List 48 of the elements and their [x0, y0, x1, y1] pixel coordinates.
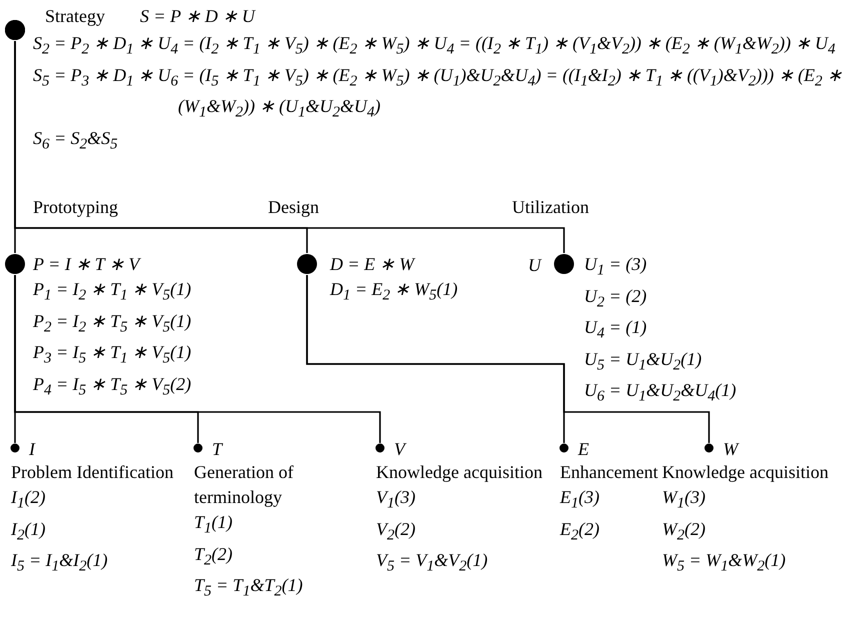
- formula: S$_{6}$ = S$_{2}$&S$_{5}$: [33, 126, 119, 154]
- formula: U$_{6}$ = U$_{1}$&U$_{2}$&U$_{4}$(1): [584, 379, 738, 407]
- formula: D = E ∗ W: [330, 253, 416, 276]
- formula: W$_{2}$(2): [662, 518, 706, 546]
- formula: P$_{1}$ = I$_{2}$ ∗ T$_{1}$ ∗ V$_{5}$(1): [33, 278, 192, 306]
- variable-label: W: [723, 438, 738, 461]
- variable-label: E: [578, 438, 589, 461]
- formula: V$_{2}$(2): [376, 518, 416, 546]
- branch-title: Prototyping: [33, 196, 118, 219]
- formula: T$_{1}$(1): [194, 511, 234, 539]
- variable-label: U: [528, 254, 541, 277]
- tree-connector: [306, 275, 714, 452]
- activity-label: Knowledge acquisition: [662, 461, 830, 484]
- formula: V$_{1}$(3): [376, 486, 416, 514]
- branch-title: Design: [268, 196, 319, 219]
- formula: S$_{2}$ = P$_{2}$ ∗ D$_{1}$ ∗ U$_{4}$ = (I$_{2}$ ∗ T$_{1}$ ∗ V$_{5}$) ∗ (E$_{2}$ ∗ W$_{5}$) ∗ U$_{4}$ = ((I$_{2}$ ∗ T$_{1}$) ∗ (V$_{1}$&V$_{2}$)) ∗ (E$_{2}$ ∗ (W$_{1}$&W$_{2}$)) ∗ U$_{4}$: [33, 32, 836, 60]
- branch-title: Utilization: [512, 196, 589, 219]
- variable-label: V: [394, 438, 405, 461]
- activity-label: Knowledge acquisition: [376, 461, 544, 484]
- formula: T$_{2}$(2): [194, 542, 234, 570]
- tree-connector: [14, 275, 384, 452]
- formula: E$_{1}$(3): [560, 486, 600, 514]
- node-title: Strategy: [45, 5, 105, 28]
- activity-label: Generation of terminology: [194, 461, 294, 509]
- formula: U$_{1}$ = (3): [584, 253, 648, 281]
- formula: E$_{2}$(2): [560, 518, 600, 546]
- tree-connector: [5, 20, 574, 274]
- formula: P$_{2}$ = I$_{2}$ ∗ T$_{5}$ ∗ V$_{5}$(1): [33, 310, 192, 338]
- formula: D$_{1}$ = E$_{2}$ ∗ W$_{5}$(1): [330, 278, 459, 306]
- formula: S$_{5}$ = P$_{3}$ ∗ D$_{1}$ ∗ U$_{6}$ = (I$_{5}$ ∗ T$_{1}$ ∗ V$_{5}$) ∗ (E$_{2}$ ∗ W$_{5}$) ∗ (U$_{1}$)&U$_{2}$&U$_{4}$) = ((I$_{1}$&I$_{2}$) ∗ T$_{1}$ ∗ ((V$_{1}$)&V$_{2}$))) ∗ (E$_{2}$ ∗ (W$_{1}$&W$_{2}$)) ∗ (U$_{1}$&U$_{2}$&U$_{4}$): [33, 64, 843, 123]
- formula: I$_{1}$(2): [11, 486, 46, 514]
- formula: P$_{3}$ = I$_{5}$ ∗ T$_{1}$ ∗ V$_{5}$(1): [33, 341, 192, 369]
- formula: W$_{5}$ = W$_{1}$&W$_{2}$(1): [662, 549, 787, 577]
- formula: V$_{5}$ = V$_{1}$&V$_{2}$(1): [376, 549, 489, 577]
- formula: S = P ∗ D ∗ U: [140, 5, 255, 28]
- formula: T$_{5}$ = T$_{1}$&T$_{2}$(1): [194, 574, 304, 602]
- formula: U$_{2}$ = (2): [584, 284, 648, 312]
- activity-label: Problem Identification: [11, 461, 174, 484]
- formula: U$_{4}$ = (1): [584, 316, 648, 344]
- activity-label: Enhancement: [560, 461, 656, 484]
- formula: I$_{5}$ = I$_{1}$&I$_{2}$(1): [11, 549, 109, 577]
- formula: I$_{2}$(1): [11, 518, 46, 546]
- formula: P = I ∗ T ∗ V: [33, 253, 142, 276]
- formula: U$_{5}$ = U$_{1}$&U$_{2}$(1): [584, 348, 703, 376]
- formula: W$_{1}$(3): [662, 486, 706, 514]
- formula: P$_{4}$ = I$_{5}$ ∗ T$_{5}$ ∗ V$_{5}$(2): [33, 372, 192, 400]
- variable-label: I: [29, 438, 35, 461]
- variable-label: T: [212, 438, 222, 461]
